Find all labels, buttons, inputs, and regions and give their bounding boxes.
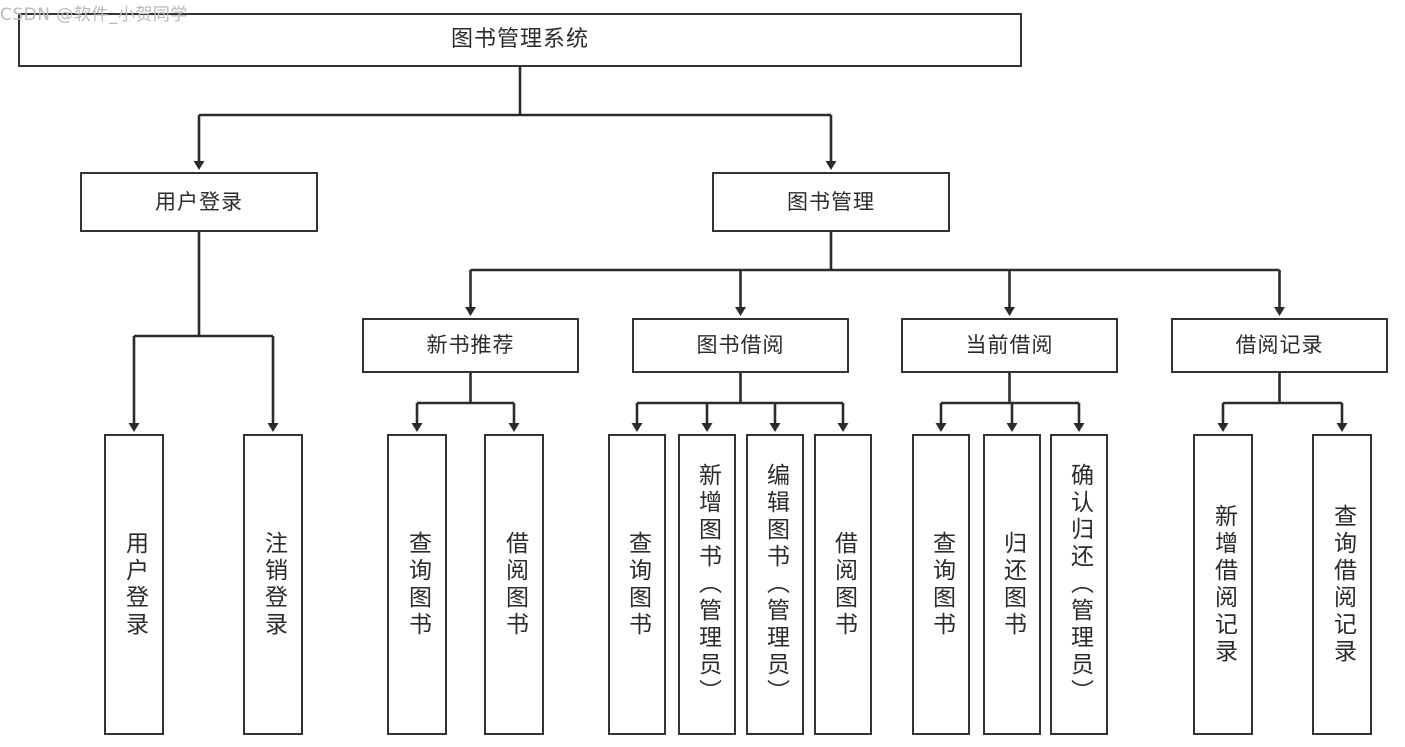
node-current[interactable]: 当前借阅 (901, 318, 1118, 373)
node-l-add[interactable]: 新增图书（管理员） (678, 434, 736, 735)
node-label: 新增图书（管理员） (694, 463, 721, 706)
node-label: 当前借阅 (965, 333, 1054, 358)
node-l-login[interactable]: 用户登录 (104, 434, 164, 735)
node-l-q1[interactable]: 查询图书 (387, 434, 447, 735)
node-newbook[interactable]: 新书推荐 (362, 318, 579, 373)
node-label: 确认归还（管理员） (1066, 463, 1093, 706)
node-label: 借阅图书 (501, 530, 528, 639)
node-l-q2[interactable]: 查询图书 (608, 434, 666, 735)
node-l-confirm[interactable]: 确认归还（管理员） (1050, 434, 1108, 735)
node-label: 查询借阅记录 (1329, 503, 1356, 666)
node-l-b1[interactable]: 借阅图书 (484, 434, 544, 735)
node-l-qrec[interactable]: 查询借阅记录 (1312, 434, 1372, 735)
watermark-text: CSDN @软件_小贺同学 (0, 5, 188, 25)
node-label: 注销登录 (260, 530, 287, 639)
node-label: 新书推荐 (426, 333, 515, 358)
node-l-edit[interactable]: 编辑图书（管理员） (746, 434, 804, 735)
node-label: 用户登录 (155, 189, 243, 214)
node-label: 图书管理系统 (450, 27, 589, 53)
node-label: 查询图书 (928, 530, 955, 639)
node-label: 图书借阅 (696, 333, 785, 358)
node-label: 查询图书 (404, 530, 431, 639)
node-label: 用户登录 (121, 530, 148, 639)
node-root[interactable]: 图书管理系统 (18, 13, 1022, 67)
node-label: 借阅记录 (1235, 333, 1324, 358)
node-l-addrec[interactable]: 新增借阅记录 (1193, 434, 1253, 735)
node-l-return[interactable]: 归还图书 (983, 434, 1041, 735)
node-bookmgmt[interactable]: 图书管理 (712, 172, 950, 232)
node-label: 编辑图书（管理员） (762, 463, 789, 706)
node-label: 归还图书 (999, 530, 1026, 639)
node-records[interactable]: 借阅记录 (1171, 318, 1388, 373)
node-label: 新增借阅记录 (1210, 503, 1237, 666)
node-label: 图书管理 (787, 189, 875, 214)
node-borrow[interactable]: 图书借阅 (632, 318, 849, 373)
node-l-b2[interactable]: 借阅图书 (814, 434, 872, 735)
node-l-logout[interactable]: 注销登录 (243, 434, 303, 735)
node-login[interactable]: 用户登录 (80, 172, 318, 232)
node-label: 借阅图书 (830, 530, 857, 639)
node-l-q3[interactable]: 查询图书 (912, 434, 970, 735)
node-label: 查询图书 (624, 530, 651, 639)
